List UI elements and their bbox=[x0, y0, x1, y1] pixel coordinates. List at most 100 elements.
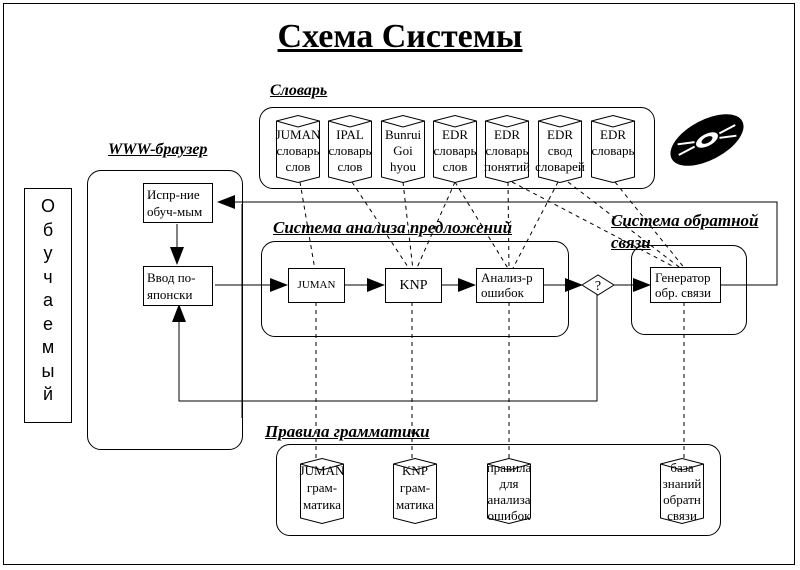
dictionary-label-line: словарь bbox=[433, 143, 477, 158]
learner-letter: у bbox=[43, 243, 53, 263]
database-icon bbox=[300, 458, 344, 524]
database-icon bbox=[276, 115, 320, 183]
grammar-cylinder[interactable]: JUMAN грам-матика bbox=[300, 458, 344, 524]
dictionary-label-line: EDR bbox=[600, 127, 626, 142]
learner-letter: м bbox=[41, 337, 55, 357]
dictionary-label-line: свод bbox=[547, 143, 573, 158]
cd-rom-icon bbox=[670, 114, 744, 166]
grammar-container bbox=[276, 444, 721, 536]
dictionary-label-line: Bunrui bbox=[384, 127, 422, 142]
error-analyzer-box[interactable]: Анализ-р ошибок bbox=[476, 268, 544, 303]
dictionary-label-line: IPAL bbox=[336, 127, 364, 142]
dictionary-label-line: EDR bbox=[547, 127, 573, 142]
dict-link bbox=[511, 181, 681, 271]
input-box[interactable]: Ввод по- японски bbox=[143, 266, 213, 306]
juman-box[interactable]: JUMAN bbox=[288, 268, 345, 303]
grammar-label-line: ошибок bbox=[487, 508, 531, 523]
error-box-line: ошибок bbox=[481, 285, 524, 300]
browser-heading: WWW-браузер bbox=[108, 141, 208, 158]
dictionary-heading: Словарь bbox=[270, 82, 328, 99]
grammar-label-line: связи bbox=[667, 508, 697, 523]
dictionary-label-line: словарь bbox=[328, 143, 372, 158]
page-title: Схема Системы bbox=[277, 18, 523, 55]
learner-letter: а bbox=[42, 290, 53, 310]
dictionary-label-line: словарей bbox=[535, 159, 585, 174]
grammar-label-line: база bbox=[670, 460, 694, 475]
grammar-label-line: JUMAN bbox=[299, 463, 345, 478]
dictionary-label-line: EDR bbox=[442, 127, 468, 142]
database-icon bbox=[433, 115, 477, 183]
diagram-frame bbox=[3, 3, 795, 565]
learner-letter: е bbox=[42, 313, 53, 334]
dictionary-label-line: JUMAN bbox=[275, 127, 321, 142]
grammar-label-line: матика bbox=[302, 497, 342, 512]
learner-letter: О bbox=[40, 196, 55, 216]
grammar-label-line: KNP bbox=[401, 463, 428, 478]
usage-box[interactable]: Испр-ние обуч-мым bbox=[143, 183, 213, 223]
feedback-container bbox=[631, 245, 747, 335]
database-icon bbox=[538, 115, 582, 183]
dict-link bbox=[415, 181, 456, 271]
grammar-label: JUMAN грам-матика bbox=[296, 462, 348, 513]
learner-letter: б bbox=[42, 219, 54, 240]
grammar-label-line: правила bbox=[486, 460, 532, 475]
dict-link bbox=[351, 181, 411, 271]
database-icon bbox=[485, 115, 529, 183]
analysis-heading: Система анализа предложений bbox=[273, 218, 513, 237]
learner-letter: й bbox=[42, 384, 54, 404]
feedback-heading-line1: Система обратной bbox=[611, 211, 759, 230]
grammar-label-line: грам- bbox=[399, 480, 431, 495]
dict-link bbox=[614, 181, 687, 271]
grammar-label-line: для bbox=[499, 476, 519, 491]
database-icon bbox=[328, 115, 372, 183]
dictionary-label-line: словарь bbox=[276, 143, 320, 158]
dictionary-label-line: словарь bbox=[591, 143, 635, 158]
grammar-label-line: грам- bbox=[306, 480, 338, 495]
generator-line: Генератор bbox=[655, 270, 711, 285]
dictionary-label-line: словарь bbox=[485, 143, 529, 158]
dictionary-container bbox=[259, 107, 655, 189]
input-box-line: Ввод по- bbox=[147, 270, 196, 285]
feedback-generator-box[interactable]: Генератор обр. связи bbox=[650, 267, 721, 303]
database-icon bbox=[393, 458, 437, 524]
grammar-heading: Правила грамматики bbox=[265, 422, 430, 441]
input-box-line: японски bbox=[147, 287, 193, 302]
grammar-label-line: обратн bbox=[663, 492, 701, 507]
dict-link bbox=[507, 181, 510, 271]
generator-line: обр. связи bbox=[655, 285, 711, 300]
dictionary-label-line: слов bbox=[337, 159, 363, 174]
dict-link bbox=[567, 181, 684, 271]
database-icon bbox=[591, 115, 635, 183]
database-icon bbox=[381, 115, 425, 183]
error-box-line: Анализ-р bbox=[481, 270, 533, 285]
dictionary-label-line: Goi bbox=[393, 143, 413, 158]
dict-link bbox=[454, 181, 510, 271]
grammar-label-line: знаний bbox=[662, 476, 702, 491]
knp-box[interactable]: KNP bbox=[385, 268, 442, 303]
decision-diamond[interactable]: ? bbox=[581, 274, 615, 296]
dictionary-label-line: понятий bbox=[484, 159, 530, 174]
grammar-label-line: анализа bbox=[487, 492, 531, 507]
dict-link bbox=[511, 181, 559, 271]
learner-letter: ч bbox=[43, 266, 53, 287]
decision-label: ? bbox=[595, 279, 601, 294]
